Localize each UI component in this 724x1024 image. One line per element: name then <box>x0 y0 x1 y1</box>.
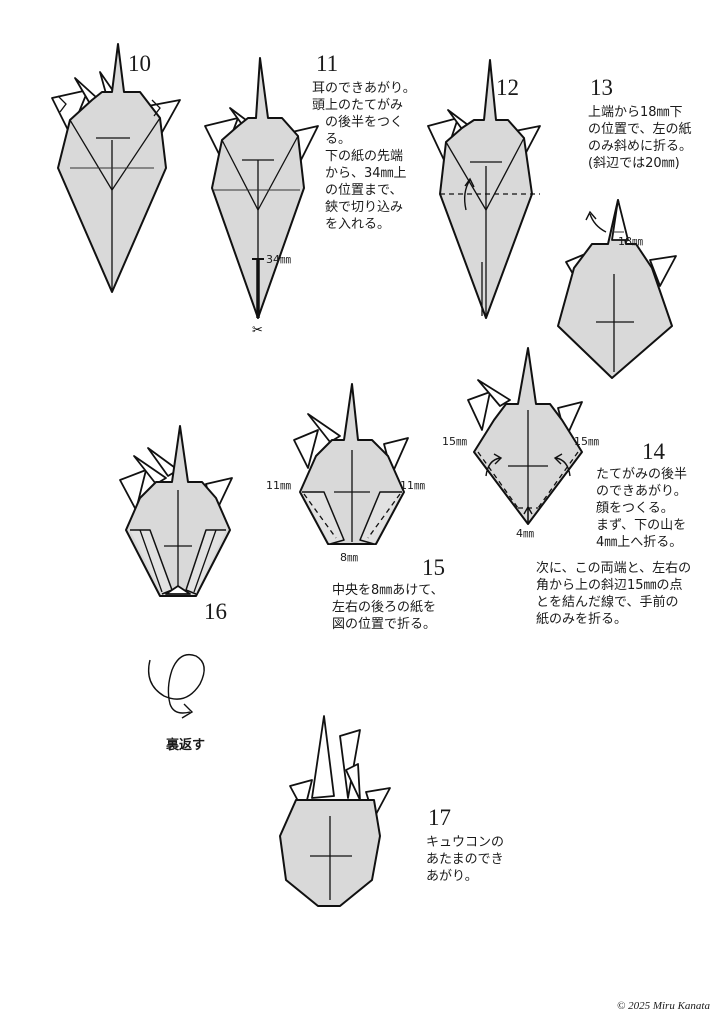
step-14-number: 14 <box>642 439 665 464</box>
step-11-dimension: 34㎜ <box>266 253 291 266</box>
step-14-instruction-2: 次に、この両端と、左右の 角から上の斜辺15㎜の点 とを結んだ線で、手前の 紙の… <box>536 561 692 627</box>
step-12-number: 12 <box>496 75 519 100</box>
copyright: © 2025 Miru Kanata <box>616 1000 710 1012</box>
step-15-dimension-left: 11㎜ <box>266 479 291 492</box>
step-17-number: 17 <box>428 805 451 830</box>
step-12-figure <box>427 59 541 319</box>
step-13-dimension: 18㎜ <box>618 235 643 248</box>
step-10-number: 10 <box>128 51 151 76</box>
step-15-number: 15 <box>422 555 445 580</box>
step-13-instruction: 上端から18㎜下 の位置で、左の紙 のみ斜めに折る。 (斜辺では20㎜) <box>588 105 693 171</box>
step-11-instruction: 耳のできあがり。 頭上のたてがみ の後半をつく る。 下の紙の先端 から、34㎜… <box>312 81 416 232</box>
step-11-number: 11 <box>316 51 339 76</box>
step-17-figure <box>279 715 391 907</box>
step-15-instruction: 中央を8㎜あけて、 左右の後ろの紙を 図の位置で折る。 <box>332 583 444 632</box>
step-17-instruction: キュウコンの あたまのでき あがり。 <box>426 835 505 884</box>
step-15-dimension-bottom: 8㎜ <box>340 551 358 564</box>
step-16-number: 16 <box>204 599 227 624</box>
svg-text:✂: ✂ <box>252 323 263 338</box>
step-14-dimension-left: 15㎜ <box>442 435 467 448</box>
step-14-figure <box>467 347 583 525</box>
step-11-figure: ✂ <box>204 57 319 338</box>
step-13-number: 13 <box>590 75 613 100</box>
step-15-figure <box>293 383 409 545</box>
step-10-figure <box>51 43 181 293</box>
step-14-dimension-bottom: 4㎜ <box>516 527 534 540</box>
step-14-instruction: たてがみの後半 のできあがり。 顔をつくる。 まず、下の山を 4㎜上へ折る。 <box>596 467 688 550</box>
turn-over-label: 裏返す <box>166 738 206 753</box>
step-13-figure <box>557 199 677 379</box>
step-16-figure <box>119 425 233 597</box>
step-15-dimension-right: 11㎜ <box>400 479 425 492</box>
turn-over-icon <box>147 653 205 719</box>
step-14-dimension-right: 15㎜ <box>574 435 599 448</box>
